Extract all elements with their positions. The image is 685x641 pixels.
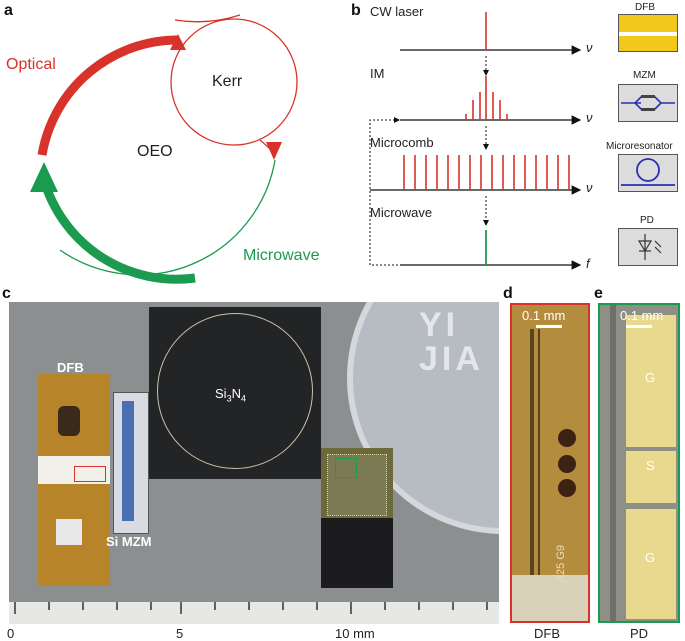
axis-label-comb: ν bbox=[586, 180, 593, 195]
device-label-pd: PD bbox=[640, 215, 654, 226]
mzm-device-icon bbox=[618, 84, 678, 122]
ruler-ticks bbox=[14, 602, 488, 614]
panel-label-e: e bbox=[594, 285, 603, 302]
pad-label-g-top: G bbox=[645, 370, 656, 385]
row-label-im: IM bbox=[370, 66, 385, 81]
coin-text: YI JIA bbox=[419, 306, 484, 378]
kerr-input-arrowhead bbox=[170, 34, 186, 50]
pad-label-s: S bbox=[646, 458, 655, 473]
scale-tick-5: 5 bbox=[176, 626, 184, 641]
row-label-cw-laser: CW laser bbox=[370, 4, 424, 19]
row-label-microwave: Microwave bbox=[370, 205, 433, 220]
dfb-chip bbox=[38, 374, 110, 586]
scale-tick-0: 0 bbox=[7, 626, 15, 641]
microwave-arrowhead bbox=[30, 162, 58, 192]
scale-tick-10: 10 mm bbox=[335, 626, 375, 641]
pd-zoom-photo bbox=[598, 303, 680, 623]
pd-chip bbox=[321, 448, 393, 588]
row-label-microcomb: Microcomb bbox=[370, 135, 434, 150]
oeo-loop-diagram bbox=[30, 14, 298, 284]
oeo-label: OEO bbox=[137, 143, 173, 160]
dfb-zoom-photo bbox=[510, 303, 590, 623]
kerr-label: Kerr bbox=[212, 73, 243, 90]
dfb-caption: DFB bbox=[534, 626, 560, 641]
device-label-mzm: MZM bbox=[633, 70, 656, 81]
spectrum-diagram bbox=[369, 12, 582, 270]
pd-scale-bar bbox=[626, 325, 652, 328]
axis-label-cw: ν bbox=[586, 40, 593, 55]
ruler bbox=[9, 602, 499, 624]
dfb-chip-text: A25 G9 bbox=[555, 545, 567, 583]
sin-label: Si3N4 bbox=[215, 386, 246, 404]
optical-label: Optical bbox=[6, 56, 56, 73]
mzm-chip bbox=[113, 392, 149, 534]
pd-caption: PD bbox=[630, 626, 649, 641]
pd-device-icon bbox=[618, 228, 678, 266]
panel-label-a: a bbox=[4, 2, 13, 19]
panel-label-b: b bbox=[351, 2, 361, 19]
microwave-thin-arc bbox=[59, 159, 276, 276]
device-label-microresonator: Microresonator bbox=[606, 141, 673, 152]
dfb-scale-label: 0.1 mm bbox=[522, 308, 566, 323]
chip-photo: YI JIA Si3N4 DFB Si MZM PD bbox=[9, 302, 499, 624]
panel-label-c: c bbox=[2, 285, 11, 302]
panel-label-d: d bbox=[503, 285, 513, 302]
dfb-device-icon bbox=[618, 14, 678, 52]
kerr-output-arrowhead bbox=[266, 142, 282, 160]
device-label-dfb: DFB bbox=[635, 2, 655, 13]
microwave-label: Microwave bbox=[243, 247, 320, 264]
mzm-chip-label: Si MZM bbox=[106, 534, 152, 549]
sin-chip bbox=[149, 307, 321, 479]
pd-scale-label: 0.1 mm bbox=[620, 308, 664, 323]
microwave-arc bbox=[39, 178, 196, 284]
microresonator-device-icon bbox=[618, 154, 678, 192]
dfb-chip-label: DFB bbox=[57, 360, 84, 375]
kerr-ring bbox=[170, 18, 298, 146]
axis-label-im: ν bbox=[586, 110, 593, 125]
optical-arc bbox=[37, 35, 179, 156]
pad-label-g-bottom: G bbox=[645, 550, 656, 565]
dfb-scale-bar bbox=[536, 325, 562, 328]
axis-label-microwave: f bbox=[586, 256, 590, 271]
